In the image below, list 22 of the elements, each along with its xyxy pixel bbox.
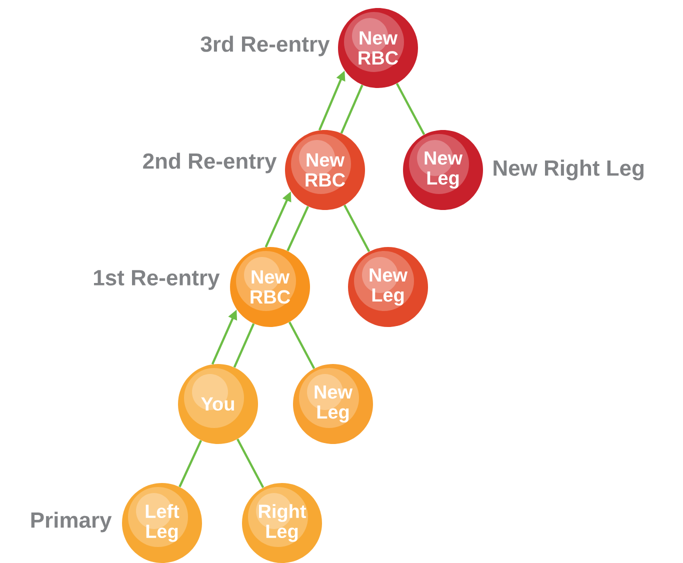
ball-node: New Leg xyxy=(348,247,428,327)
connector-line xyxy=(236,438,264,488)
ball-node: New RBC xyxy=(230,247,310,327)
ball-node: You xyxy=(178,364,258,444)
level-label: 2nd Re-entry xyxy=(143,152,277,174)
connector-line xyxy=(344,204,370,252)
connector-line xyxy=(233,323,255,368)
level-label: 3rd Re-entry xyxy=(200,36,330,56)
connector-line xyxy=(396,82,426,136)
ball-node: Left Leg xyxy=(122,483,202,563)
ball-node: Right Leg xyxy=(242,483,322,563)
connector-line xyxy=(286,206,310,252)
level-label: 1st Re-entry xyxy=(94,270,220,290)
ball-node: New RBC xyxy=(338,8,418,88)
level-label: New Right Leg xyxy=(494,160,644,180)
connector-line xyxy=(288,322,316,370)
ball-node: New Leg xyxy=(403,130,483,210)
ball-node: New Leg xyxy=(293,364,373,444)
ball-node: New RBC xyxy=(285,130,365,210)
connector-line xyxy=(340,84,364,134)
level-label: Primary xyxy=(31,512,112,532)
connector-line xyxy=(178,440,202,488)
